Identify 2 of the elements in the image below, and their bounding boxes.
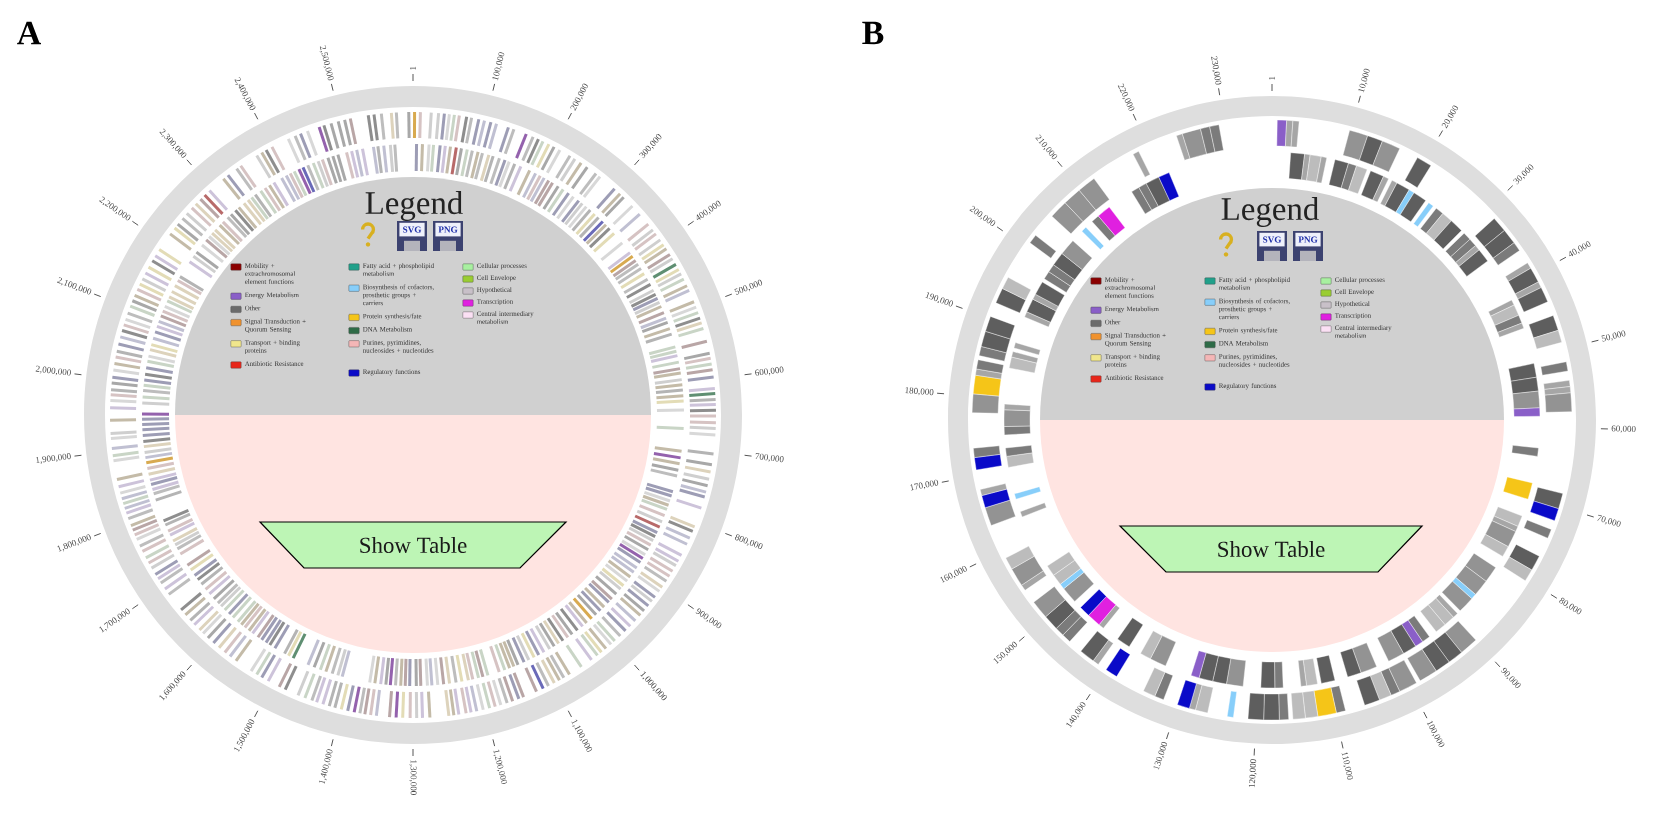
panel-letter: B xyxy=(862,21,884,45)
panel-letter: A xyxy=(17,21,41,45)
